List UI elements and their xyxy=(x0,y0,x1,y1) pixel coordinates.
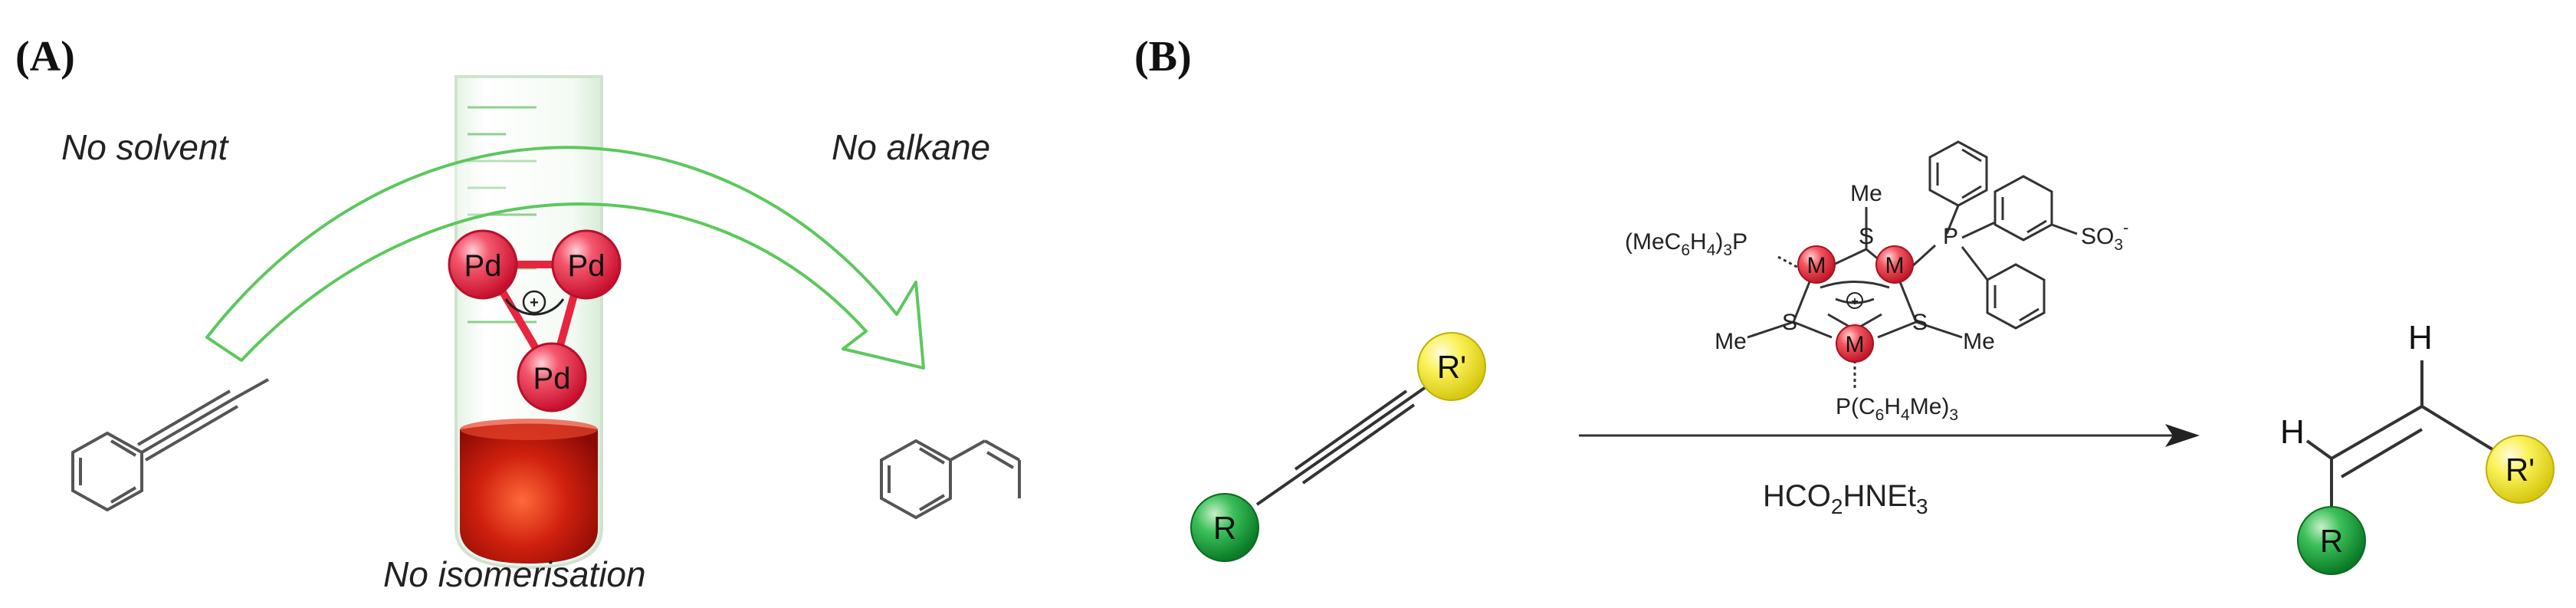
tube-liquid xyxy=(460,423,598,564)
catalyst-phenyl-rings xyxy=(1928,140,2078,330)
product-r-prime-label: R' xyxy=(2505,452,2535,488)
pd3-cluster: + Pd Pd Pd xyxy=(448,229,622,412)
phenylpropyne-structure xyxy=(71,378,269,512)
metal-atom-bottom xyxy=(1836,324,1874,363)
ligand-bottom: P(C6H4Me)3 xyxy=(1836,394,1958,424)
product-h-left: H xyxy=(2280,413,2305,451)
sulfur-right: S xyxy=(1912,310,1928,335)
pd-atom-right xyxy=(551,229,622,300)
panel-b-label: (B) xyxy=(1134,33,1192,81)
product-h-top: H xyxy=(2408,319,2433,357)
no-isomerisation-text: No isomerisation xyxy=(383,554,646,594)
r-group-label: R xyxy=(1213,510,1236,546)
sulfonate-group: SO3- xyxy=(2081,218,2128,254)
ligand-left: (MeC6H4)3P xyxy=(1625,229,1747,259)
metal-atom-left-label: M xyxy=(1807,253,1826,278)
metal-atom-bottom-label: M xyxy=(1846,332,1865,357)
curved-arrow xyxy=(205,146,925,370)
reaction-arrow xyxy=(1579,424,2200,447)
cluster-charge-circle xyxy=(522,290,546,314)
alkyne-substrate: R R' xyxy=(1190,332,1486,562)
cis-methylstyrene-structure xyxy=(880,439,1021,520)
r-group-sphere xyxy=(1190,493,1259,562)
panel-a-label: (A) xyxy=(15,33,75,81)
r-prime-label: R' xyxy=(1437,349,1466,385)
methyl-top: Me xyxy=(1850,181,1882,206)
pd-atom-right-label: Pd xyxy=(568,249,605,283)
pd-atom-left xyxy=(448,229,518,300)
no-alkane-text: No alkane xyxy=(832,127,990,167)
pd-atom-bottom xyxy=(517,342,587,412)
no-solvent-text: No solvent xyxy=(61,127,230,167)
catalyst-structure: M M M + S Me S S Me Me P (MeC6H4)3P P(C6… xyxy=(1625,140,2128,424)
alkene-product: H H R' R xyxy=(2280,319,2555,575)
cluster-charge: + xyxy=(530,294,539,311)
methyl-left: Me xyxy=(1715,329,1747,354)
sulfur-top: S xyxy=(1859,224,1874,249)
metal-atom-left xyxy=(1797,245,1836,284)
metal-atom-right-label: M xyxy=(1885,253,1905,278)
catalyst-charge-circle xyxy=(1846,292,1863,309)
metal-atom-right xyxy=(1875,245,1914,284)
sulfur-left: S xyxy=(1782,310,1797,335)
phosphorus-right: P xyxy=(1943,224,1958,249)
r-prime-sphere xyxy=(1417,332,1486,401)
pd-atom-left-label: Pd xyxy=(464,249,502,283)
reagent-text: HCO2HNEt3 xyxy=(1763,479,1928,518)
pd-atom-bottom-label: Pd xyxy=(533,362,571,396)
catalyst-charge: + xyxy=(1851,295,1858,308)
test-tube xyxy=(454,75,603,570)
methyl-right: Me xyxy=(1963,329,1995,354)
product-r-sphere xyxy=(2297,506,2366,575)
product-r-prime-sphere xyxy=(2486,435,2555,504)
product-r-label: R xyxy=(2320,523,2343,559)
